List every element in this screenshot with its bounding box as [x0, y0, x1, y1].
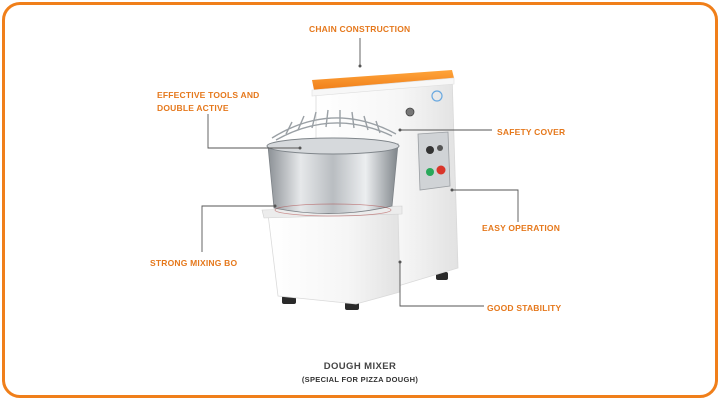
- callout-effective-tools-line1: EFFECTIVE TOOLS AND: [157, 90, 260, 100]
- brand-logo-icon: [431, 90, 443, 102]
- foot-left: [282, 296, 296, 304]
- stop-button-icon: [436, 165, 446, 175]
- start-button-icon: [426, 168, 434, 176]
- callout-easy-operation: EASY OPERATION: [482, 223, 561, 233]
- leader-dots: [273, 64, 454, 264]
- top-cover-orange: [312, 70, 454, 90]
- callout-good-stability: GOOD STABILITY: [487, 303, 562, 313]
- control-panel: [417, 131, 451, 191]
- callout-chain-construction: CHAIN CONSTRUCTION: [309, 24, 411, 34]
- mixing-bowl: [267, 143, 399, 214]
- base-body: [267, 209, 401, 305]
- callout-safety-cover: SAFETY COVER: [497, 127, 566, 137]
- knob-icon: [405, 107, 415, 117]
- top-cover-face: [311, 77, 455, 97]
- caption-subtitle: (SPECIAL FOR PIZZA DOUGH): [301, 375, 419, 384]
- bowl-base-ring: [274, 203, 392, 217]
- callout-strong-mixing-bowl: STRONG MIXING BO: [150, 258, 238, 268]
- switch-top-right-icon: [437, 145, 443, 151]
- bowl-rim: [266, 137, 400, 155]
- caption-title: DOUGH MIXER: [323, 361, 397, 372]
- safety-cover-cage: [271, 109, 397, 141]
- callout-effective-tools-line2: DOUBLE ACTIVE: [157, 103, 229, 113]
- switch-top-icon: [426, 146, 434, 154]
- leader-lines: [201, 38, 519, 307]
